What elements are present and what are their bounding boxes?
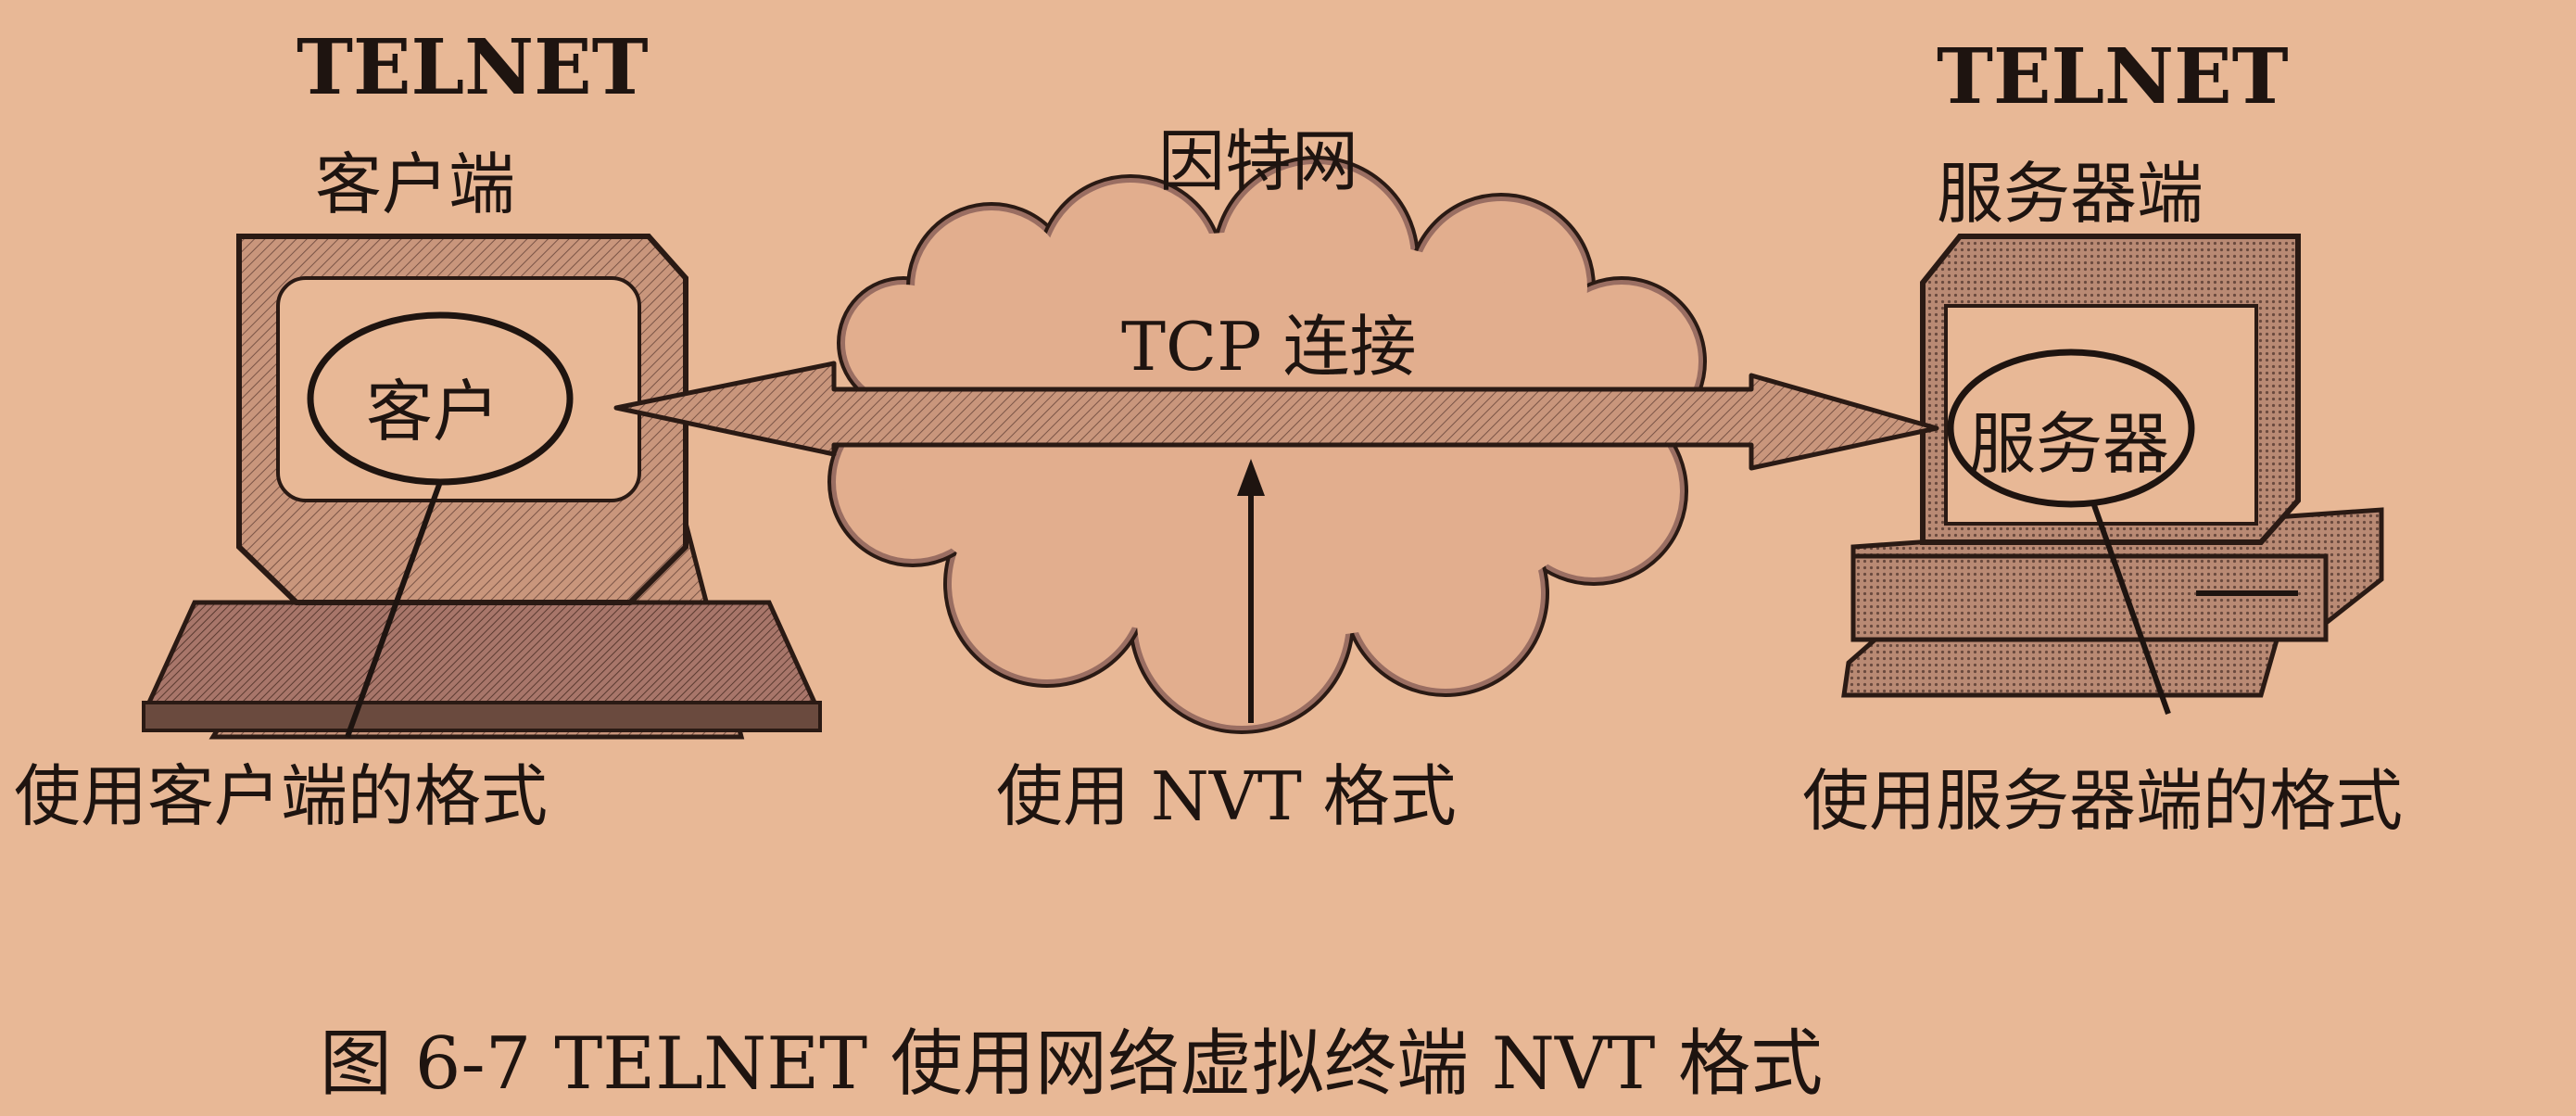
server-pointer-line xyxy=(2091,503,2171,716)
figure-caption: 图 6-7 TELNET 使用网络虚拟终端 NVT 格式 xyxy=(320,1022,1824,1106)
server-title-line2: 服务器端 xyxy=(1937,155,2204,233)
client-title-line1: TELNET xyxy=(297,23,649,112)
server-computer xyxy=(1841,234,2384,698)
nvt-format-label: 使用 NVT 格式 xyxy=(996,757,1457,835)
tcp-connection-arrow xyxy=(613,361,1939,471)
internet-cloud xyxy=(827,156,1707,734)
client-pointer-line xyxy=(345,480,443,739)
server-screen-label: 服务器 xyxy=(1969,405,2170,483)
client-screen-label: 客户 xyxy=(366,373,500,450)
client-format-label: 使用客户端的格式 xyxy=(14,757,549,835)
client-computer xyxy=(142,234,822,740)
nvt-pointer-arrowhead xyxy=(1237,459,1265,496)
internet-label: 因特网 xyxy=(1158,122,1359,200)
server-title-line1: TELNET xyxy=(1937,32,2289,121)
server-format-label: 使用服务器端的格式 xyxy=(1802,762,2404,840)
tcp-connection-label: TCP 连接 xyxy=(1121,308,1417,386)
client-title-line2: 客户端 xyxy=(315,146,516,223)
